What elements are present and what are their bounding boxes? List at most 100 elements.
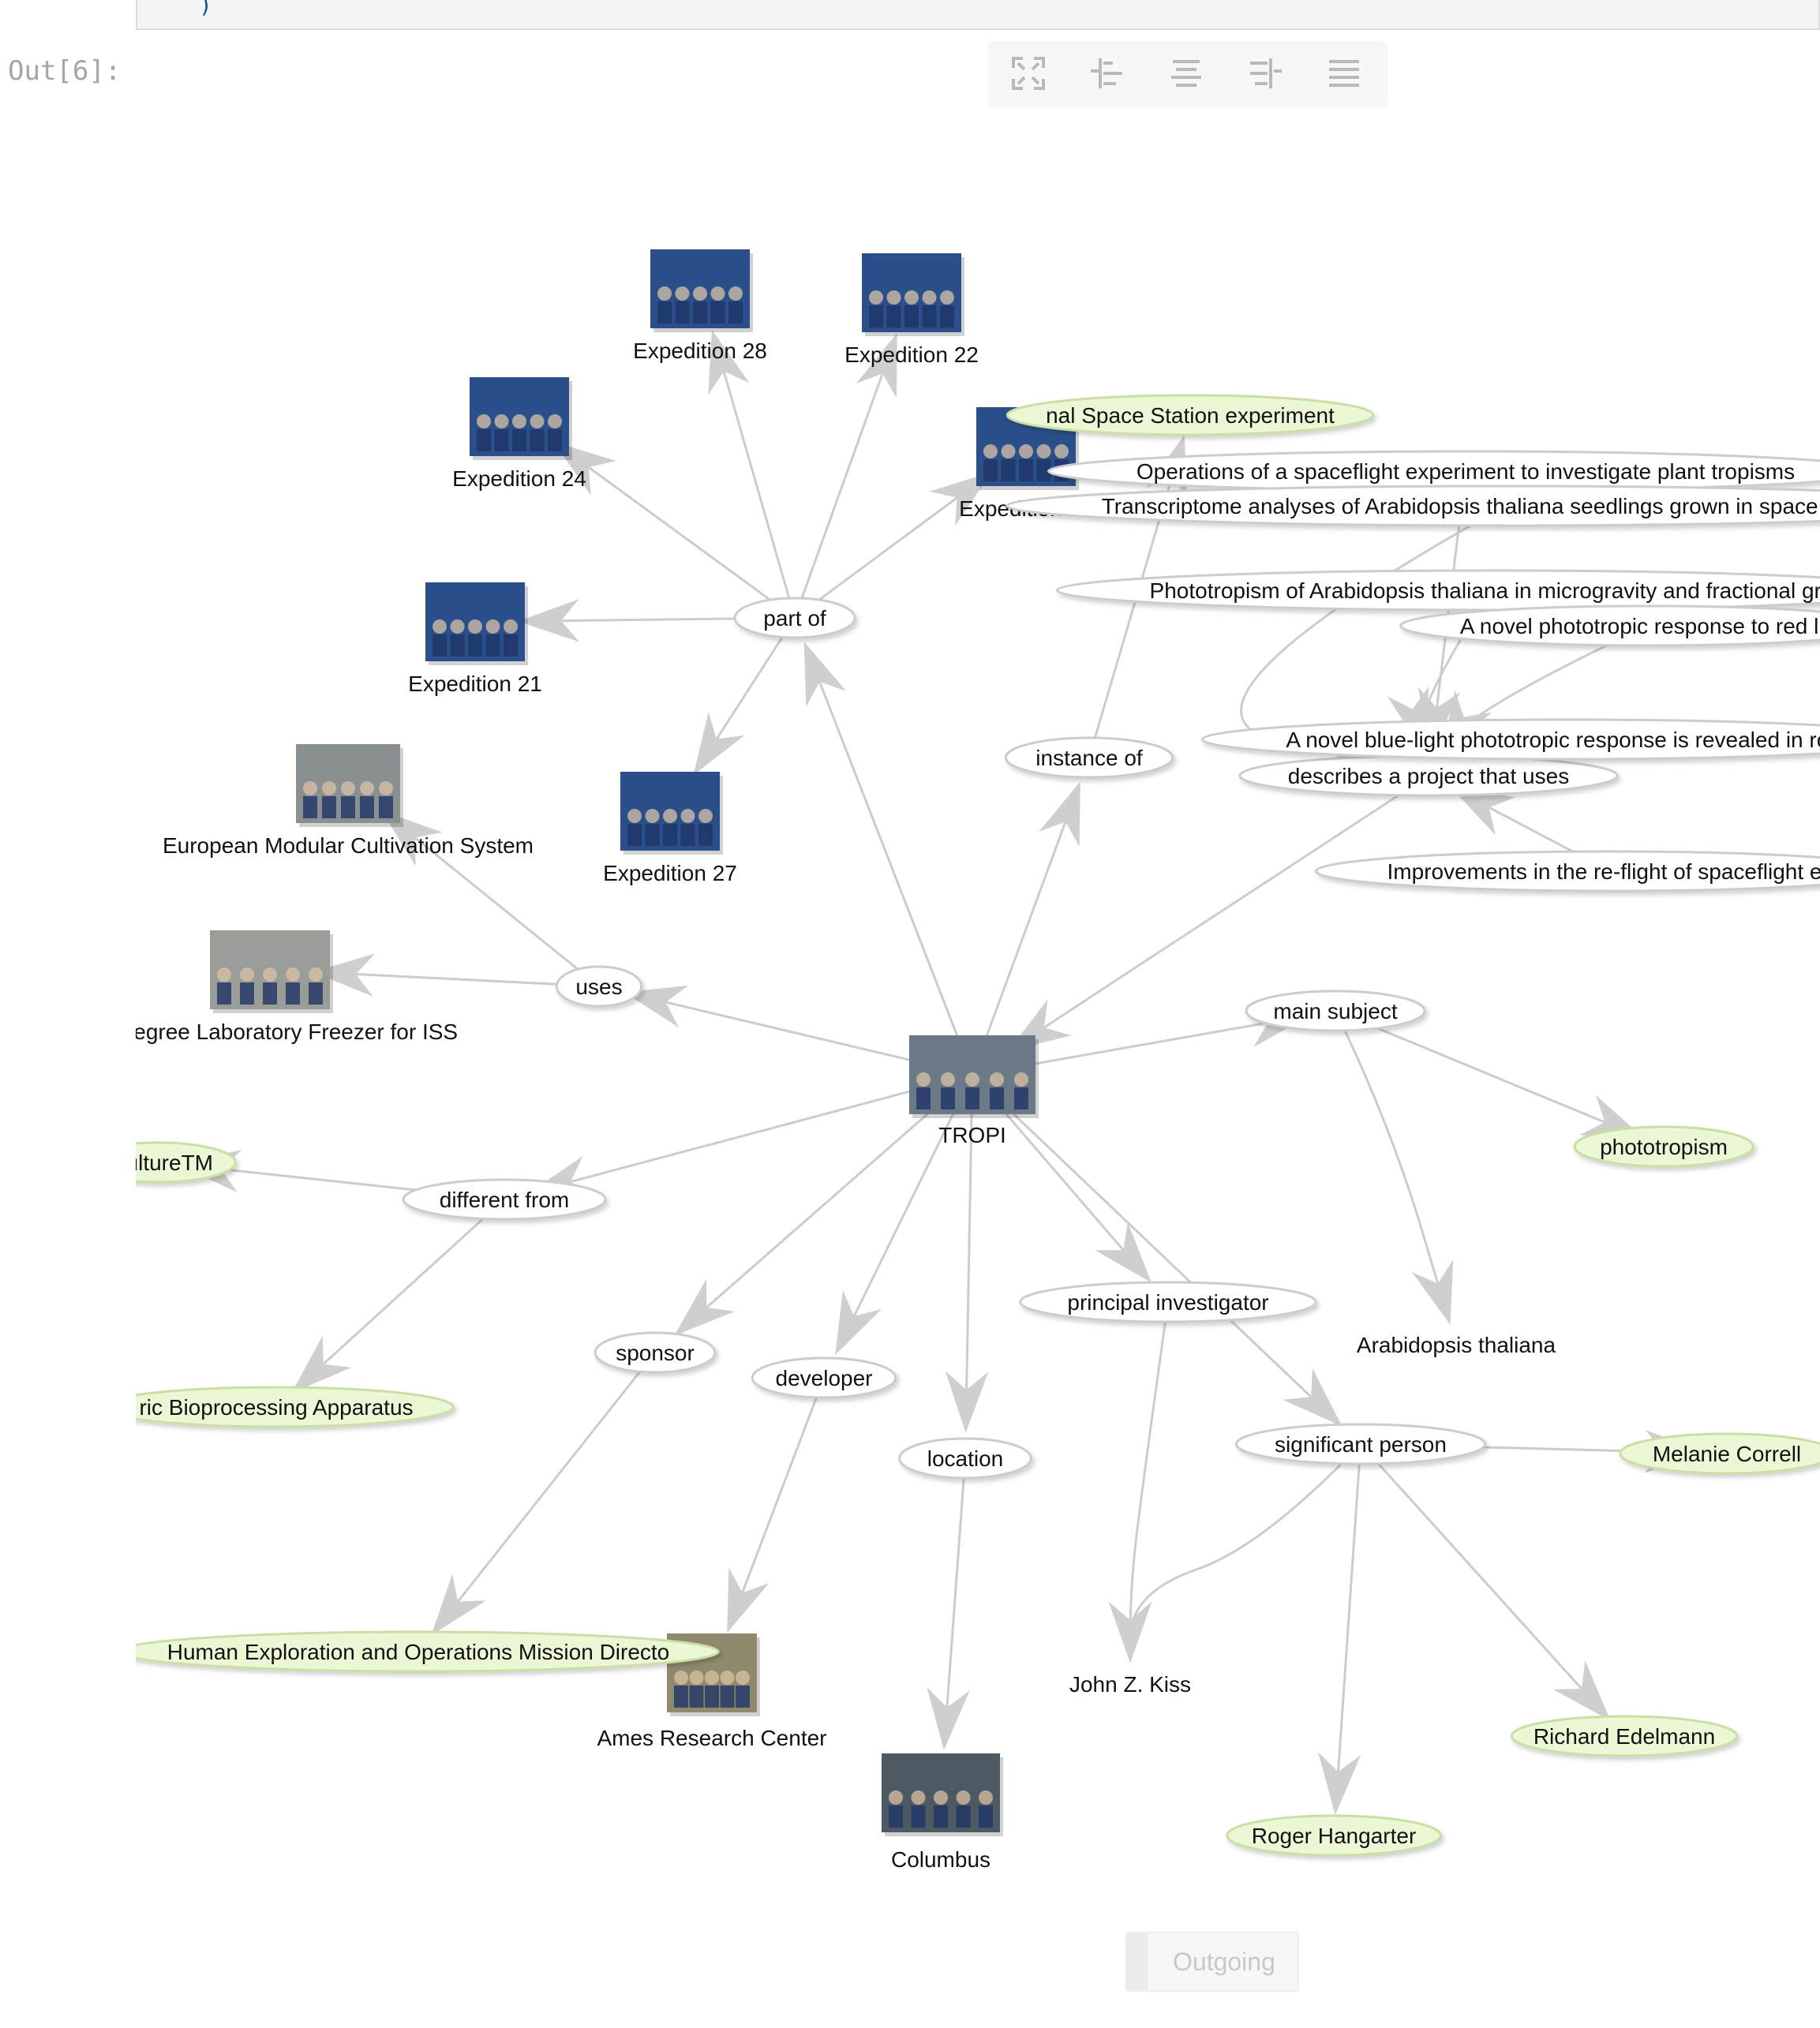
photo-detail bbox=[286, 967, 300, 982]
node-exp27[interactable]: Expedition 27 bbox=[603, 772, 737, 885]
photo-detail bbox=[705, 1686, 719, 1708]
node-tropi[interactable]: TROPI bbox=[909, 1035, 1039, 1147]
photo-detail bbox=[979, 1790, 993, 1805]
node-developer[interactable]: developer bbox=[751, 1356, 897, 1399]
fit-icon[interactable] bbox=[1010, 55, 1047, 92]
edge-developer-to-ames bbox=[727, 1377, 826, 1633]
node-significant_person[interactable]: significant person bbox=[1234, 1423, 1487, 1465]
node-shape bbox=[1510, 1715, 1739, 1757]
photo-detail bbox=[1036, 444, 1051, 458]
node-exp28[interactable]: Expedition 28 bbox=[633, 249, 767, 363]
photo-detail bbox=[657, 286, 672, 301]
edge-sponsor-to-hemd bbox=[431, 1352, 657, 1636]
edge-principal_investigator-to-kiss bbox=[1108, 1301, 1170, 1663]
photo-detail bbox=[530, 414, 545, 428]
node-hemd[interactable]: Human Exploration and Operations Mission… bbox=[136, 1630, 720, 1673]
photo-detail bbox=[217, 982, 231, 1005]
node-shape bbox=[1226, 1814, 1442, 1857]
photo-detail bbox=[710, 301, 725, 324]
photo-detail bbox=[663, 809, 677, 823]
node-shape bbox=[136, 1630, 720, 1673]
photo-detail bbox=[657, 301, 672, 324]
photo-detail bbox=[889, 1805, 903, 1828]
edge-part_of-to-exp22 bbox=[793, 333, 897, 619]
node-bioproc[interactable]: ric Bioprocessing Apparatus bbox=[136, 1386, 455, 1428]
photo-detail bbox=[728, 301, 743, 324]
node-paper4[interactable]: A novel phototropic response to red lig bbox=[1399, 604, 1820, 647]
node-exp21[interactable]: Expedition 21 bbox=[408, 582, 542, 696]
photo-detail bbox=[979, 1805, 993, 1828]
node-different_from[interactable]: different from bbox=[402, 1178, 607, 1221]
photo-detail bbox=[485, 634, 500, 657]
photo-detail bbox=[674, 1671, 688, 1685]
photo-detail bbox=[1036, 459, 1051, 481]
photo-detail bbox=[309, 967, 323, 982]
node-kiss[interactable]: John Z. Kiss bbox=[1069, 1672, 1191, 1697]
node-melanie[interactable]: Melanie Correll bbox=[1619, 1432, 1820, 1475]
node-columbus[interactable]: Columbus bbox=[882, 1753, 1003, 1872]
node-label: Expedition 24 bbox=[452, 466, 586, 491]
node-layer: TROPI Expedition 28 Expedition 22 Expeditio… bbox=[136, 249, 1820, 1872]
node-label: Ames Research Center bbox=[597, 1726, 826, 1750]
photo-detail bbox=[680, 809, 695, 823]
node-roger[interactable]: Roger Hangarter bbox=[1226, 1814, 1442, 1857]
node-principal_investigator[interactable]: principal investigator bbox=[1019, 1281, 1317, 1323]
knowledge-graph[interactable]: TROPI Expedition 28 Expedition 22 Expeditio… bbox=[136, 142, 1820, 1910]
node-iss_exp[interactable]: nal Space Station experiment bbox=[1005, 394, 1375, 436]
photo-detail bbox=[504, 619, 518, 634]
node-label: developer bbox=[776, 1366, 873, 1390]
edge-tropi-to-developer bbox=[835, 1074, 974, 1356]
node-label: Operations of a spaceflight experiment t… bbox=[1137, 459, 1795, 484]
edge-location-to-columbus bbox=[927, 1457, 970, 1750]
align-center-icon[interactable] bbox=[1168, 55, 1204, 92]
node-arabidopsis[interactable]: Arabidopsis thaliana bbox=[1357, 1333, 1556, 1357]
node-describes[interactable]: describes a project that uses bbox=[1238, 754, 1619, 797]
node-location[interactable]: location bbox=[898, 1437, 1032, 1480]
node-instance_of[interactable]: instance of bbox=[1004, 736, 1174, 779]
photo-detail bbox=[548, 414, 562, 428]
photo-detail bbox=[303, 796, 317, 818]
justify-icon[interactable] bbox=[1326, 55, 1362, 92]
node-label: Phototropism of Arabidopsis thaliana in … bbox=[1150, 578, 1820, 603]
node-shape bbox=[402, 1178, 607, 1221]
node-part_of[interactable]: part of bbox=[733, 597, 856, 639]
photo-detail bbox=[705, 1671, 719, 1685]
photo-detail bbox=[956, 1805, 971, 1828]
node-exp22[interactable]: Expedition 22 bbox=[844, 253, 979, 367]
photo-detail bbox=[341, 796, 355, 818]
node-freezer[interactable]: nty Degree Laboratory Freezer for ISS bbox=[136, 930, 458, 1044]
node-paper3[interactable]: Phototropism of Arabidopsis thaliana in … bbox=[1055, 569, 1820, 612]
node-sponsor[interactable]: sponsor bbox=[594, 1331, 717, 1374]
node-exp24[interactable]: Expedition 24 bbox=[452, 377, 586, 491]
code-cell[interactable]: ) bbox=[136, 0, 1820, 30]
node-paper1[interactable]: Operations of a spaceflight experiment t… bbox=[1047, 450, 1820, 492]
node-phototropism[interactable]: phototropism bbox=[1573, 1125, 1754, 1168]
node-paper5[interactable]: A novel blue-light phototropic response … bbox=[1200, 718, 1820, 761]
photo-detail bbox=[941, 1087, 955, 1109]
node-label: Human Exploration and Operations Mission… bbox=[167, 1640, 670, 1664]
graph-viewport[interactable]: TROPI Expedition 28 Expedition 22 Expeditio… bbox=[136, 142, 1820, 1910]
align-left-icon[interactable] bbox=[1089, 55, 1125, 92]
node-label: different from bbox=[440, 1188, 569, 1212]
photo-detail bbox=[689, 1671, 704, 1685]
layout-toolbar bbox=[988, 41, 1387, 107]
node-shape bbox=[898, 1437, 1032, 1480]
photo-detail bbox=[941, 1072, 955, 1087]
node-paper2[interactable]: Transcriptome analyses of Arabidopsis th… bbox=[1005, 485, 1820, 527]
photo-detail bbox=[645, 824, 660, 846]
node-label: sponsor bbox=[616, 1341, 695, 1365]
node-main_subject[interactable]: main subject bbox=[1245, 990, 1426, 1032]
photo-detail bbox=[990, 1072, 1004, 1087]
node-paper6[interactable]: Improvements in the re-flight of spacefl… bbox=[1314, 850, 1820, 892]
node-culture[interactable]: ocultureTM bbox=[136, 1141, 237, 1184]
photo-detail bbox=[693, 286, 707, 301]
node-richard[interactable]: Richard Edelmann bbox=[1510, 1715, 1739, 1757]
node-shape bbox=[1573, 1125, 1754, 1168]
align-right-icon[interactable] bbox=[1247, 55, 1283, 92]
edge-tropi-to-different_from bbox=[529, 1073, 973, 1199]
outgoing-button[interactable]: Outgoing bbox=[1125, 1932, 1299, 1992]
node-emcs[interactable]: European Modular Cultivation System bbox=[163, 744, 534, 858]
photo-detail bbox=[477, 429, 491, 451]
photo-detail bbox=[627, 824, 642, 846]
node-uses[interactable]: uses bbox=[555, 965, 643, 1008]
